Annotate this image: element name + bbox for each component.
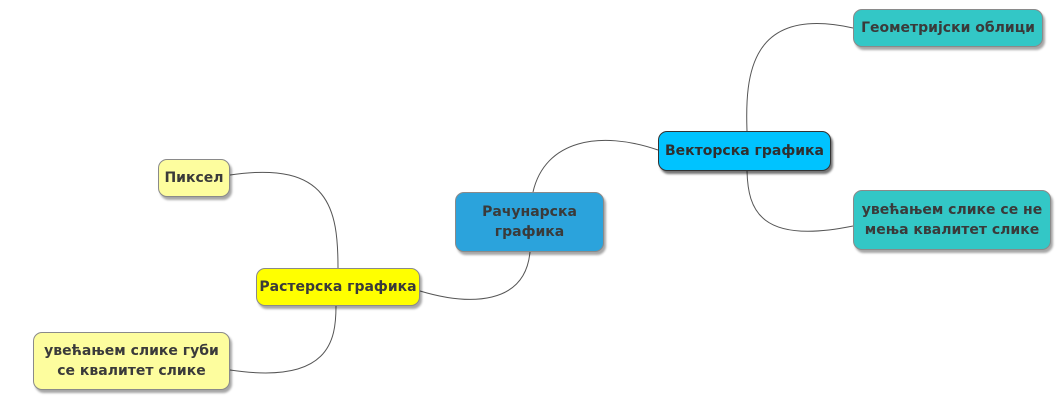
connector-root-vector <box>532 139 659 193</box>
pixel-label: Пиксел <box>164 170 224 186</box>
connector-vector-geom <box>746 23 854 132</box>
raster-graphics-label: Растерска графика <box>259 279 417 295</box>
raster-graphics-node[interactable]: Растерска графика <box>256 268 420 306</box>
connector-root-raster <box>419 251 531 300</box>
connector-raster-pixel <box>229 171 339 269</box>
connector-raster-rloss <box>229 305 337 374</box>
vector-graphics-label: Векторска графика <box>665 143 824 159</box>
geometric-shapes-node[interactable]: Геометријски облици <box>853 9 1043 47</box>
geometric-shapes-label: Геометријски облици <box>861 20 1035 36</box>
connector-vector-vkeep <box>746 170 854 232</box>
vector-graphics-node[interactable]: Векторска графика <box>658 131 831 171</box>
pixel-node[interactable]: Пиксел <box>158 159 230 197</box>
